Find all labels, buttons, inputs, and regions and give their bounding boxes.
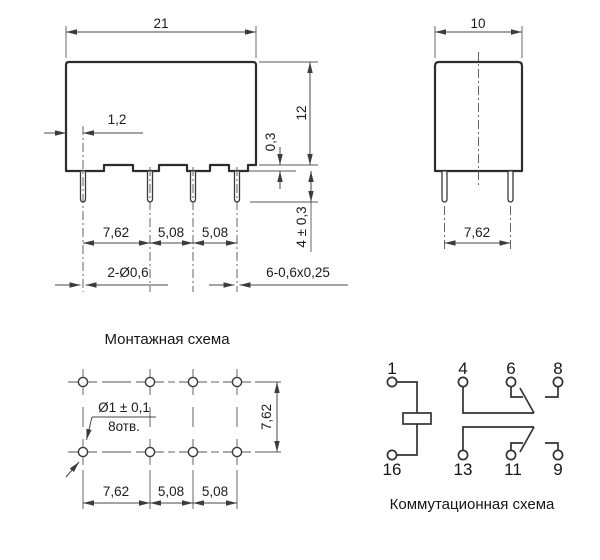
dim-front-pitch: 7,62 5,08 5,08 bbox=[83, 225, 237, 246]
note-coil-pins-label: 2-Ø0,6 bbox=[107, 265, 148, 280]
nc-contact-top bbox=[510, 387, 523, 398]
dim-pin-offset: 1,2 bbox=[44, 112, 143, 136]
mover-lever-top bbox=[519, 387, 535, 414]
dim-front-pitch-2: 5,08 bbox=[158, 225, 184, 240]
mounting-hole bbox=[187, 376, 199, 388]
dim-pin-length: 4 ± 0,3 bbox=[250, 171, 318, 252]
common-arm-top bbox=[462, 387, 534, 414]
mounting-hole bbox=[77, 376, 89, 388]
dim-body-width-label: 21 bbox=[153, 16, 168, 31]
dim-body-height-label: 12 bbox=[294, 105, 309, 120]
dim-row-pitch-label: 7,62 bbox=[259, 404, 274, 430]
mounting-hole bbox=[231, 446, 243, 458]
nc-contact-bottom bbox=[510, 442, 523, 450]
coil-wire-bottom bbox=[397, 424, 418, 456]
common-arm-bottom bbox=[462, 426, 534, 450]
switching-diagram: Коммутационная схема 1 16 4 6 8 bbox=[383, 359, 564, 513]
dim-body-depth: 10 bbox=[434, 16, 523, 58]
mover-lever-bottom bbox=[519, 426, 535, 453]
mounting-title: Монтажная схема bbox=[104, 331, 230, 348]
coil-branch: 1 16 bbox=[383, 359, 432, 479]
hole-note-count: 8отв. bbox=[108, 419, 140, 434]
hole-size-note: Ø1 ± 0,1 8отв. bbox=[65, 400, 156, 478]
pin-label-9: 9 bbox=[553, 460, 562, 479]
dim-row-pitch: 7,62 bbox=[259, 382, 280, 452]
contact-group-bottom: 13 11 9 bbox=[454, 426, 564, 479]
pin-label-13: 13 bbox=[454, 460, 473, 479]
dim-side-pitch-label: 7,62 bbox=[464, 225, 490, 240]
dim-mounting-pitch-1: 7,62 bbox=[103, 484, 129, 499]
dim-body-depth-label: 10 bbox=[470, 16, 485, 31]
mounting-hole bbox=[187, 446, 199, 458]
terminal-11 bbox=[505, 449, 517, 461]
pin-label-6: 6 bbox=[506, 359, 515, 378]
terminal-9 bbox=[552, 449, 564, 461]
no-contact-top bbox=[545, 387, 559, 398]
dim-body-width: 21 bbox=[65, 16, 257, 58]
terminal-13 bbox=[457, 449, 469, 461]
dim-mounting-pitch-2: 5,08 bbox=[158, 484, 184, 499]
hole-note-diameter: Ø1 ± 0,1 bbox=[98, 400, 150, 415]
terminal-1 bbox=[386, 376, 398, 388]
mounting-hole bbox=[231, 376, 243, 388]
dim-mounting-pitch-3: 5,08 bbox=[202, 484, 228, 499]
coil-wire-top bbox=[397, 381, 418, 413]
mounting-diagram: Монтажная схема bbox=[65, 331, 281, 509]
pin-label-16: 16 bbox=[383, 460, 402, 479]
dim-mounting-pitch: 7,62 5,08 5,08 bbox=[83, 484, 237, 506]
dim-step: 0,3 bbox=[249, 133, 296, 189]
dim-pin-length-label: 4 ± 0,3 bbox=[294, 206, 309, 247]
pin-label-8: 8 bbox=[553, 359, 562, 378]
dim-step-label: 0,3 bbox=[263, 133, 278, 152]
terminal-4 bbox=[457, 376, 469, 388]
side-view: 10 7,62 bbox=[433, 16, 524, 252]
note-coil-pins: 2-Ø0,6 bbox=[55, 265, 168, 288]
pin-label-4: 4 bbox=[458, 359, 467, 378]
pin-label-11: 11 bbox=[504, 460, 522, 479]
pin bbox=[441, 170, 448, 203]
terminal-6 bbox=[505, 376, 517, 388]
dim-body-height: 12 bbox=[259, 61, 318, 166]
relay-body-front bbox=[64, 60, 258, 173]
terminal-8 bbox=[552, 376, 564, 388]
mounting-hole bbox=[144, 446, 156, 458]
dim-front-pitch-1: 7,62 bbox=[103, 225, 129, 240]
note-contact-pins: 6-0,6x0,25 bbox=[209, 265, 348, 288]
front-pins bbox=[79, 170, 241, 203]
mounting-hole bbox=[144, 376, 156, 388]
mounting-hole bbox=[77, 446, 89, 458]
dim-side-pitch: 7,62 bbox=[444, 225, 511, 246]
note-contact-pins-label: 6-0,6x0,25 bbox=[266, 265, 330, 280]
side-pins bbox=[441, 170, 514, 203]
pin bbox=[507, 170, 514, 203]
switching-title: Коммутационная схема bbox=[390, 496, 555, 513]
front-pin-centerlines bbox=[82, 126, 238, 292]
coil-symbol bbox=[402, 412, 432, 425]
no-contact-bottom bbox=[545, 442, 559, 450]
terminal-16 bbox=[386, 449, 398, 461]
mounting-holes bbox=[77, 376, 243, 458]
front-view: 21 1,2 12 0,3 4 ± 0,3 bbox=[44, 16, 348, 292]
dim-pin-offset-label: 1,2 bbox=[108, 112, 127, 127]
pin-label-1: 1 bbox=[387, 359, 396, 378]
relay-body-side bbox=[433, 60, 524, 173]
dim-front-pitch-3: 5,08 bbox=[202, 225, 228, 240]
contact-group-top: 4 6 8 bbox=[457, 359, 564, 414]
